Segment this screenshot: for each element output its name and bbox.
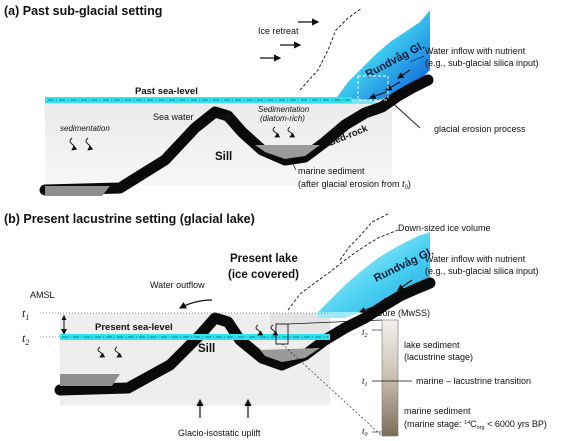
panel-b-amsl-label: AMSL (30, 290, 55, 300)
panel-b-inflow-line2: (e.g., sub-glacial silica input) (425, 266, 539, 276)
panel-a-sedimentation-left: sedimentation (60, 124, 110, 133)
panel-a-erosion-leader (385, 96, 421, 129)
panel-b-lake-label-1: Present lake (230, 253, 298, 265)
panel-b-downsized-dash-1 (287, 229, 399, 311)
panel-a-left-sediment (45, 186, 110, 196)
panel-a-sediment-arrows-left (69, 137, 94, 151)
panel-b-t2-label: t2 (22, 331, 29, 347)
panel-a-erosion-label: glacial erosion process (434, 124, 526, 134)
panel-b-left-sediment (60, 374, 120, 386)
panel-b-t1-label: t1 (22, 306, 29, 322)
panel-b-core-leader-top (287, 319, 383, 325)
panel-b-inflow-line1: Water inflow with nutrient (425, 254, 526, 264)
panel-a-sedimentation-mid-2: (diatom-rich) (260, 114, 305, 123)
panel-a-ice-retreat-label: Ice retreat (258, 26, 299, 36)
panel-a-title: (a) Past sub-glacial setting (4, 4, 162, 18)
panel-b-core-t2: t2 (362, 327, 368, 339)
panel-a-sea-water-label: Sea water (153, 112, 194, 122)
panel-a-erosion-box (357, 75, 389, 101)
panel-b-basin-sediment (260, 348, 320, 362)
panel-b-core-column (381, 319, 399, 437)
panel-b-sill-label: Sill (198, 343, 215, 355)
panel-a-sedimentation-mid-1: Sedimentation (258, 105, 310, 114)
panel-b-inflow-arrows (358, 279, 413, 314)
panel-b-sediment-arrows (97, 324, 279, 358)
panel-b-outflow-label: Water outflow (150, 280, 205, 290)
panel-a-retreat-dash-line (299, 7, 363, 91)
panel-b-sea-level-label: Present sea-level (95, 322, 173, 333)
panel-a-water-body (45, 100, 392, 185)
panel-b-marine-sediment-2: (marine stage: 14Corg < 6000 yrs BP) (404, 419, 547, 431)
panel-b-lake-sediment-2: (lacustrine stage) (404, 352, 473, 362)
panel-a-inflow-leader (409, 55, 425, 63)
panel-b-uplift-arrows (196, 398, 252, 418)
panel-a-marine-leader (289, 157, 297, 171)
panel-a-bedrock (39, 74, 434, 196)
panel-a-marine-sediment-2: (after glacial erosion from t0) (298, 179, 411, 191)
panel-b-core-label: Core (MwSS) (376, 308, 430, 318)
panel-b-lake-label-2: (ice covered) (228, 269, 299, 281)
panel-a-ice-retreat-arrows (260, 18, 320, 62)
panel-b-outflow-arrow (178, 299, 213, 309)
panel-a-glacier (335, 10, 430, 103)
panel-b-core-t0: t0 (362, 426, 368, 438)
panel-a-sill-label: Sill (215, 151, 232, 163)
panel-a-basin-sediment (255, 145, 320, 159)
panel-b-lake-sediment-1: lake sediment (404, 340, 460, 350)
panel-b-core-leader-bottom (281, 343, 383, 437)
panel-b-downsized-label: Down-sized ice volume (398, 223, 491, 233)
panel-b-glacier-tongue (318, 312, 360, 318)
panel-a-inflow-line2: (e.g., sub-glacial silica input) (425, 58, 539, 68)
panel-a-inflow-line1: Water inflow with nutrient (425, 46, 526, 56)
panel-b-lake-upper (270, 313, 330, 338)
panel-b-transition-label: marine – lacustrine transition (416, 376, 531, 386)
panel-b-uplift-label: Glacio-isostatic uplift (178, 428, 261, 438)
panel-b-title: (b) Present lacustrine setting (glacial … (4, 212, 255, 226)
panel-b-bedrock (54, 277, 436, 396)
panel-b-downsized-dash-2 (339, 213, 389, 261)
panel-b-core-t1: t1 (362, 376, 368, 388)
panel-a-marine-sediment-1: marine sediment (298, 166, 365, 176)
panel-a-sediment-arrows-mid (272, 126, 296, 138)
panel-b-marine-sediment-1: marine sediment (404, 406, 471, 416)
panel-a-sea-level-label: Past sea-level (135, 86, 198, 97)
